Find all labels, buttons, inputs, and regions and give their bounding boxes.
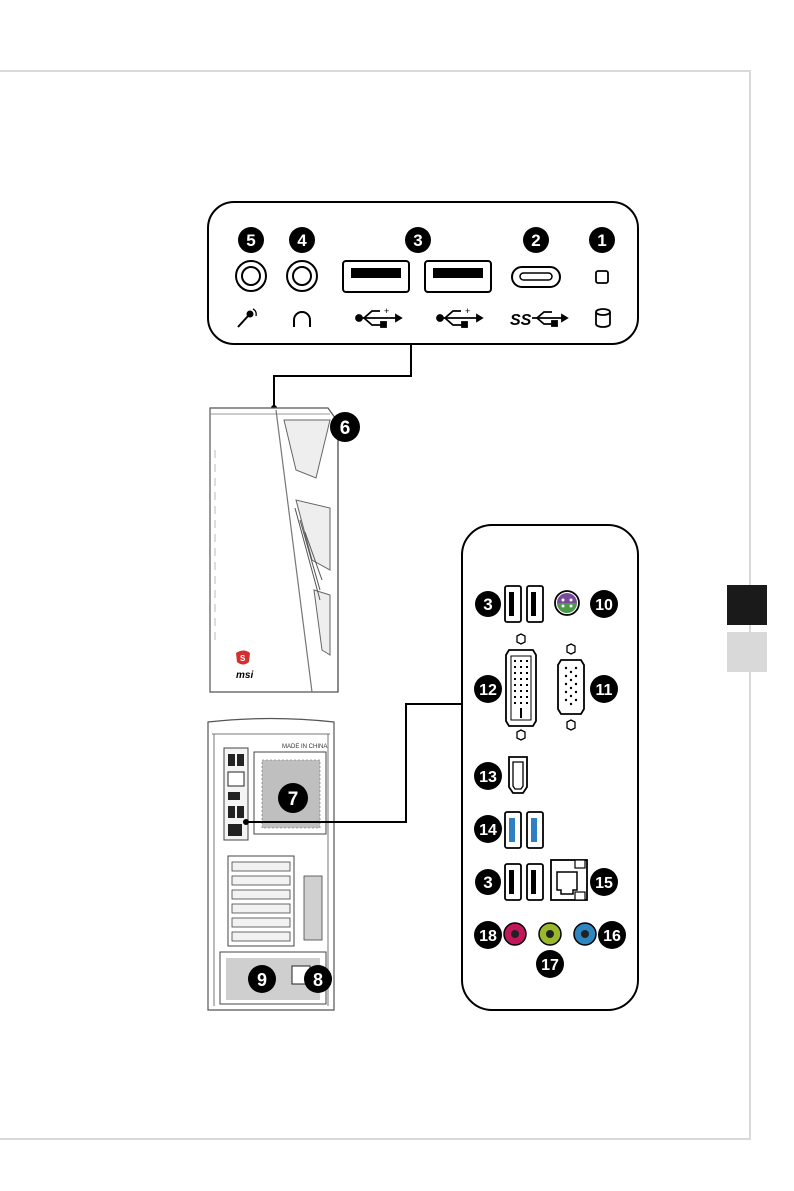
callout-12: 12 — [474, 675, 502, 703]
connector-dot-rear — [243, 819, 249, 825]
svg-text:3: 3 — [413, 231, 422, 250]
dvi-port — [506, 634, 536, 740]
line-out-jack — [539, 923, 561, 945]
callout-14: 14 — [474, 815, 502, 843]
callout-8: 8 — [304, 965, 332, 993]
headphone-jack — [287, 261, 317, 291]
svg-text:+: + — [384, 306, 389, 316]
svg-text:6: 6 — [340, 418, 351, 439]
connector-line-front — [274, 344, 411, 408]
svg-text:2: 2 — [531, 231, 540, 250]
callout-18: 18 — [474, 921, 502, 949]
svg-text:5: 5 — [246, 231, 255, 250]
svg-text:7: 7 — [288, 789, 299, 810]
hdd-led — [596, 271, 608, 283]
front-panel: 5 4 3 2 1 — [208, 202, 638, 344]
callout-15: 15 — [590, 868, 618, 896]
tower-front: S msi — [210, 408, 338, 692]
svg-text:MADE IN CHINA: MADE IN CHINA — [282, 744, 327, 750]
svg-text:14: 14 — [479, 822, 497, 839]
callout-16: 16 — [598, 921, 626, 949]
mic-in-jack — [504, 923, 526, 945]
svg-text:12: 12 — [479, 682, 497, 699]
svg-text:SS: SS — [510, 312, 532, 329]
svg-text:S: S — [240, 654, 246, 663]
svg-text:msi: msi — [236, 670, 253, 681]
rear-io-panel: 3 10 — [462, 525, 638, 1010]
callout-4: 4 — [289, 227, 315, 253]
svg-text:17: 17 — [541, 957, 559, 974]
lan-port — [551, 860, 587, 900]
usb-port-front-2 — [425, 261, 491, 292]
svg-text:15: 15 — [595, 875, 613, 892]
callout-1: 1 — [589, 227, 615, 253]
svg-text:8: 8 — [313, 970, 323, 990]
svg-text:9: 9 — [257, 970, 267, 990]
svg-text:13: 13 — [479, 769, 497, 786]
svg-text:10: 10 — [595, 597, 613, 614]
svg-text:3: 3 — [483, 873, 492, 892]
svg-text:+: + — [465, 306, 470, 316]
callout-10: 10 — [590, 590, 618, 618]
callout-17: 17 — [536, 950, 564, 978]
callout-5: 5 — [238, 227, 264, 253]
callout-2: 2 — [523, 227, 549, 253]
usb-c-port — [512, 267, 560, 287]
callout-3-rear-bottom: 3 — [475, 869, 501, 895]
usb-port-front-1 — [343, 261, 409, 292]
line-in-jack — [574, 923, 596, 945]
svg-text:18: 18 — [479, 928, 497, 945]
callout-11: 11 — [590, 675, 618, 703]
svg-text:4: 4 — [297, 231, 307, 250]
callout-7: 7 — [278, 783, 308, 813]
svg-text:3: 3 — [483, 595, 492, 614]
callout-3-front: 3 — [405, 227, 431, 253]
mic-jack — [236, 261, 266, 291]
hdmi-port — [509, 757, 527, 793]
callout-6: 6 — [330, 412, 360, 442]
ps2-port — [555, 591, 579, 615]
svg-text:16: 16 — [603, 928, 621, 945]
callout-3-rear-top: 3 — [475, 591, 501, 617]
svg-text:1: 1 — [597, 231, 606, 250]
callout-13: 13 — [474, 762, 502, 790]
svg-text:11: 11 — [596, 682, 613, 699]
callout-9: 9 — [248, 965, 276, 993]
